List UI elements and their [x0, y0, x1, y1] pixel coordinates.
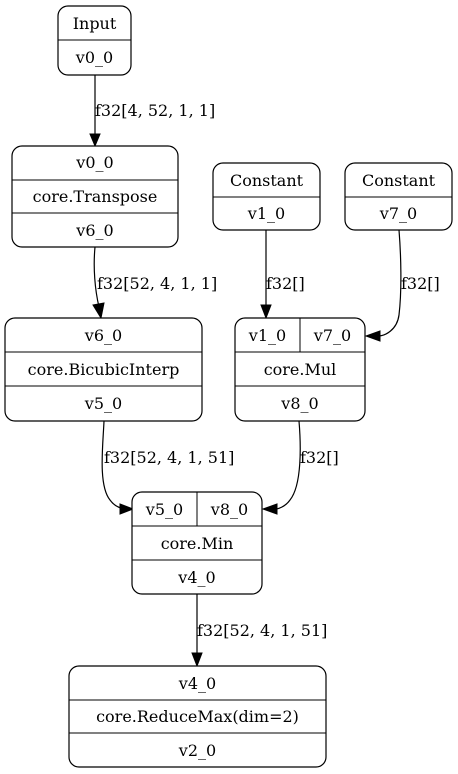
edge-label: f32[4, 52, 1, 1]: [95, 101, 215, 120]
mul-node-input-a: v1_0: [248, 326, 286, 345]
transpose-node-output: v6_0: [75, 221, 113, 240]
reducemax-node-input: v4_0: [178, 674, 216, 693]
edge-const7-to-mul: f32[]: [364, 229, 440, 342]
constant-v7-node-output: v7_0: [379, 204, 417, 223]
bicubic-interp-node-output: v5_0: [84, 394, 122, 413]
constant-v7-node-type: Constant: [362, 171, 436, 190]
constant-v1-node-output: v1_0: [247, 204, 285, 223]
min-node-output: v4_0: [177, 568, 215, 587]
min-node-op: core.Min: [161, 534, 234, 553]
transpose-node-input: v0_0: [75, 153, 113, 172]
edge-label: f32[52, 4, 1, 51]: [104, 448, 234, 467]
edge-label: f32[]: [401, 274, 440, 293]
bicubic-interp-node-box: [4, 317, 203, 422]
reducemax-node[interactable]: v4_0 core.ReduceMax(dim=2) v2_0: [68, 665, 327, 768]
edge-input-to-transpose: f32[4, 52, 1, 1]: [89, 75, 215, 148]
edge-bicubic-to-min: f32[52, 4, 1, 51]: [101, 420, 234, 515]
mul-node-input-b: v7_0: [313, 326, 351, 345]
edge-label: f32[52, 4, 1, 1]: [97, 274, 217, 293]
edge-min-to-reducemax: f32[52, 4, 1, 51]: [191, 594, 327, 668]
edge-label: f32[]: [266, 274, 305, 293]
bicubic-interp-node-input: v6_0: [84, 326, 122, 345]
reducemax-node-op: core.ReduceMax(dim=2): [96, 707, 299, 726]
constant-v1-node[interactable]: Constant v1_0: [212, 162, 321, 231]
mul-node-output: v8_0: [280, 394, 318, 413]
transpose-node-op: core.Transpose: [33, 187, 158, 206]
edge-label: f32[]: [300, 448, 339, 467]
input-node-output: v0_0: [75, 48, 113, 67]
edge-mul-to-min: f32[]: [261, 420, 339, 515]
constant-v7-node[interactable]: Constant v7_0: [344, 162, 453, 231]
transpose-node[interactable]: v0_0 core.Transpose v6_0: [11, 145, 179, 248]
mul-node-op: core.Mul: [264, 360, 337, 379]
constant-v1-node-type: Constant: [230, 171, 304, 190]
min-node-input-a: v5_0: [145, 500, 183, 519]
transpose-node-box: [11, 145, 179, 248]
reducemax-node-output: v2_0: [178, 741, 216, 760]
edge-transpose-to-bicubic: f32[52, 4, 1, 1]: [92, 246, 217, 320]
edge-label: f32[52, 4, 1, 51]: [197, 621, 327, 640]
input-node-type: Input: [73, 14, 117, 33]
edge-const1-to-mul: f32[]: [260, 230, 305, 320]
min-node-input-b: v8_0: [210, 500, 248, 519]
bicubic-interp-node[interactable]: v6_0 core.BicubicInterp v5_0: [4, 317, 203, 422]
min-node[interactable]: v5_0 v8_0 core.Min v4_0: [131, 491, 263, 595]
mul-node[interactable]: v1_0 v7_0 core.Mul v8_0: [234, 317, 366, 422]
bicubic-interp-node-op: core.BicubicInterp: [28, 360, 180, 379]
input-node[interactable]: Input v0_0: [57, 5, 132, 76]
reducemax-node-box: [68, 665, 327, 768]
